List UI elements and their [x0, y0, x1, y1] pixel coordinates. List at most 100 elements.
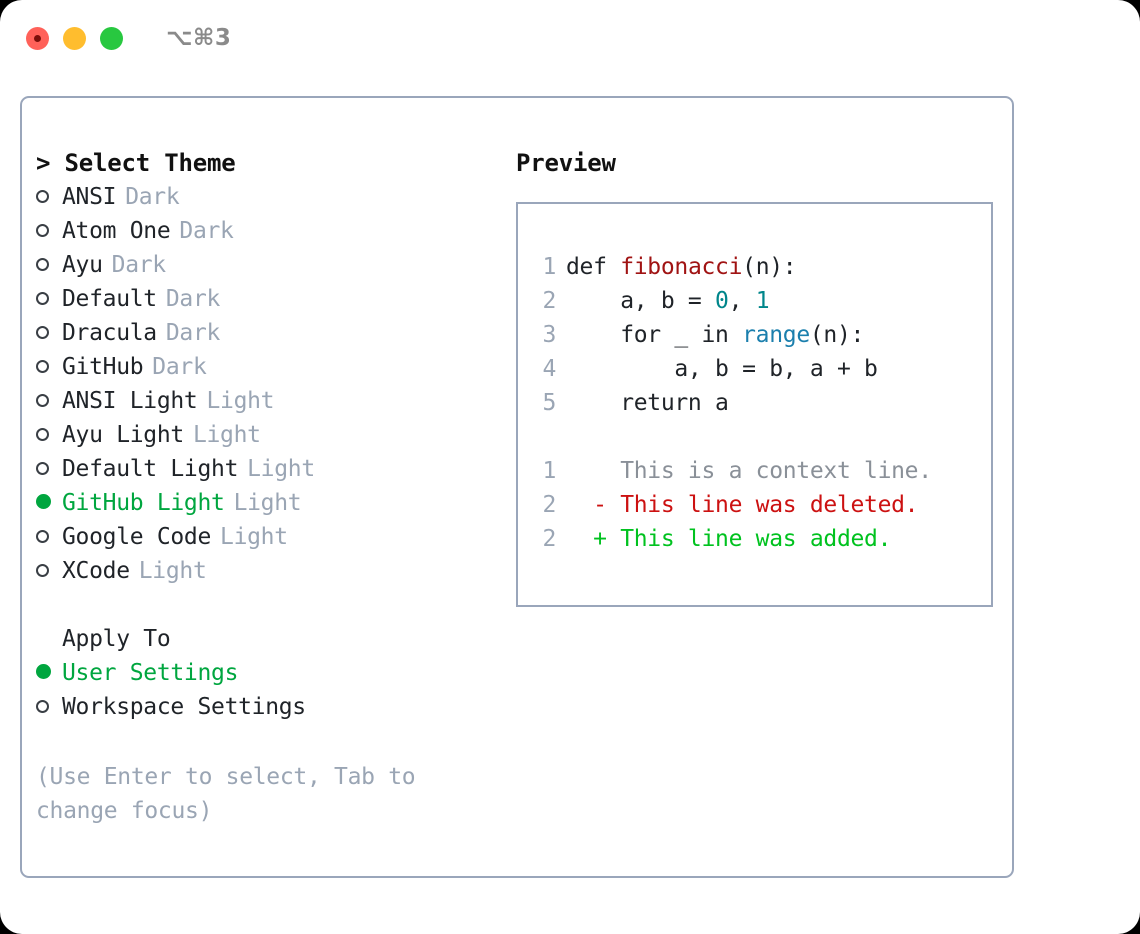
theme-option-label: ANSI Light	[62, 388, 198, 414]
theme-radio	[36, 190, 62, 203]
theme-kind-badge: Dark	[111, 252, 167, 278]
code-line: 1 def fibonacci(n):	[518, 250, 991, 284]
radio-unselected-icon	[36, 258, 49, 271]
theme-option[interactable]: Dracula Dark	[36, 316, 496, 350]
radio-unselected-icon	[36, 224, 49, 237]
apply-to-option-label: User Settings	[62, 660, 239, 686]
theme-option[interactable]: ANSI Light Light	[36, 384, 496, 418]
code-token-plain: (n):	[742, 254, 797, 280]
radio-unselected-icon	[36, 462, 49, 475]
theme-option[interactable]: XCode Light	[36, 554, 496, 588]
theme-option[interactable]: GitHub Light Light	[36, 486, 496, 520]
keyboard-shortcut-label: ⌥⌘3	[166, 25, 232, 51]
theme-radio	[36, 394, 62, 407]
theme-option-label: Google Code	[62, 524, 212, 550]
apply-to-option[interactable]: User Settings	[36, 656, 496, 690]
code-line-text: for _ in range(n):	[566, 318, 864, 352]
code-line: 5 return a	[518, 386, 991, 420]
diff-line-text: - This line was deleted.	[566, 492, 919, 518]
theme-kind-badge: Dark	[179, 218, 234, 244]
radio-unselected-icon	[36, 700, 49, 713]
theme-radio	[36, 326, 62, 339]
diff-line-number: 2	[542, 526, 556, 552]
code-token-plain: a, b =	[566, 288, 716, 314]
theme-option-label: Ayu Light	[62, 422, 184, 448]
theme-kind-badge: Light	[206, 388, 275, 414]
theme-radio	[36, 462, 62, 475]
code-line-number: 5	[542, 390, 556, 416]
radio-selected-icon	[36, 664, 51, 679]
theme-kind-badge: Light	[233, 490, 302, 516]
theme-option-label: Ayu	[62, 252, 103, 278]
code-token-call: range	[742, 322, 810, 348]
code-line: 4 a, b = b, a + b	[518, 352, 991, 386]
code-token-plain: ,	[728, 288, 756, 314]
code-token-plain: (n):	[809, 322, 865, 348]
theme-option-label: Dracula	[62, 320, 157, 346]
theme-option-label: XCode	[62, 558, 130, 584]
theme-option-label: Default Light	[62, 456, 239, 482]
select-theme-prompt: > Select Theme	[36, 149, 236, 177]
theme-kind-badge: Light	[138, 558, 207, 584]
code-token-plain: return a	[566, 390, 729, 416]
code-line-text: a, b = b, a + b	[566, 352, 878, 386]
minimize-button[interactable]	[63, 26, 86, 50]
code-line-number: 2	[542, 288, 556, 314]
preview-heading: Preview	[516, 149, 616, 177]
apply-radio	[36, 700, 62, 713]
diff-line-text: + This line was added.	[566, 526, 892, 552]
code-line: 3 for _ in range(n):	[518, 318, 991, 352]
theme-kind-badge: Dark	[165, 320, 221, 346]
diff-line: 2 + This line was added.	[518, 522, 991, 556]
title-bar: ⌥⌘3	[0, 0, 1140, 76]
radio-unselected-icon	[36, 292, 49, 305]
theme-option-label: GitHub	[62, 354, 144, 380]
radio-unselected-icon	[36, 530, 49, 543]
code-token-num: 0	[715, 288, 729, 314]
diff-line-number: 1	[542, 458, 556, 484]
radio-unselected-icon	[36, 564, 49, 577]
code-token-num: 1	[755, 288, 770, 314]
theme-option[interactable]: Google Code Light	[36, 520, 496, 554]
code-line-number: 1	[542, 254, 556, 280]
code-token-plain: def	[566, 254, 621, 280]
theme-kind-badge: Light	[220, 524, 288, 550]
apply-to-heading: Apply To	[62, 626, 171, 652]
zoom-button[interactable]	[100, 26, 123, 50]
close-button[interactable]	[26, 26, 49, 50]
code-line-text: return a	[566, 386, 729, 420]
theme-kind-badge: Light	[192, 422, 261, 448]
theme-option[interactable]: Ayu Dark	[36, 248, 496, 282]
diff-line: 2 - This line was deleted.	[518, 488, 991, 522]
theme-kind-badge: Dark	[152, 354, 207, 380]
theme-option[interactable]: ANSI Dark	[36, 180, 496, 214]
theme-option-label: GitHub Light	[62, 490, 225, 516]
theme-radio	[36, 564, 62, 577]
theme-option[interactable]: Ayu Light Light	[36, 418, 496, 452]
theme-radio	[36, 428, 62, 441]
theme-option[interactable]: Default Dark	[36, 282, 496, 316]
theme-radio-selected	[36, 494, 62, 509]
radio-unselected-icon	[36, 190, 49, 203]
code-diff-spacer	[518, 420, 991, 454]
apply-to-option[interactable]: Workspace Settings	[36, 690, 496, 724]
code-token-fn: fibonacci	[620, 254, 743, 280]
radio-unselected-icon	[36, 394, 49, 407]
theme-kind-badge: Dark	[165, 286, 221, 312]
apply-to-option-label: Workspace Settings	[62, 694, 306, 720]
theme-option-label: ANSI	[62, 184, 117, 210]
theme-option[interactable]: GitHub Dark	[36, 350, 496, 384]
section-spacer	[36, 588, 496, 622]
theme-radio	[36, 224, 62, 237]
theme-kind-badge: Dark	[125, 184, 180, 210]
theme-option-label: Default	[62, 286, 157, 312]
radio-unselected-icon	[36, 360, 49, 373]
